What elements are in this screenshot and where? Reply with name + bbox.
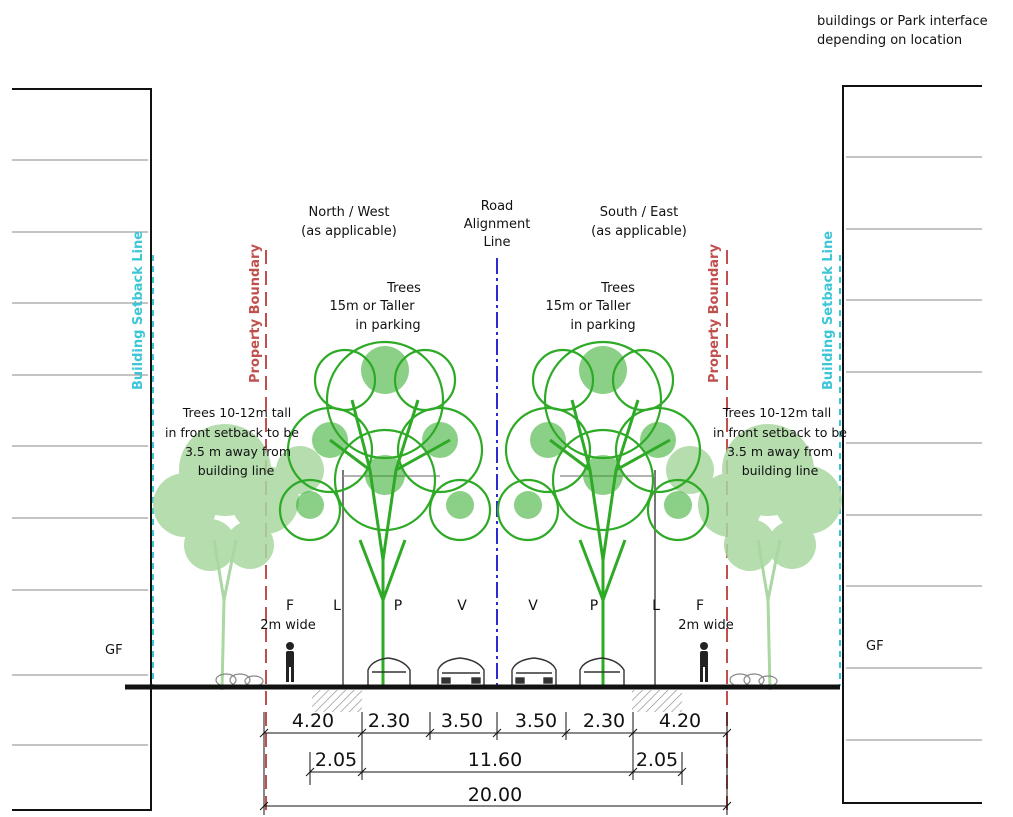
lane-code-p-left: P (394, 598, 402, 614)
tall-tree-note-right-2: 15m or Taller (545, 299, 631, 314)
front-setback-tree-right (666, 424, 842, 691)
front-tree-note-left-4: building line (198, 463, 275, 478)
pedestrian-left (286, 642, 294, 682)
front-tree-note-left-2: in front setback to be (165, 425, 299, 440)
top-note-line-1: buildings or Park interface (817, 14, 988, 29)
lane-code-p-right: P (590, 598, 598, 614)
tall-tree-note-right-3: in parking (570, 318, 635, 333)
lane-code-l-right: L (652, 598, 660, 614)
dim-parking-left: 2.30 (368, 710, 410, 732)
front-tree-note-right-4: building line (742, 463, 819, 478)
gf-label-left: GF (105, 643, 123, 658)
lane-code-v-left: V (457, 598, 467, 614)
road-alignment-label-3: Line (483, 235, 510, 250)
parking-tree-left (278, 340, 492, 688)
dim-setback-left: 2.05 (315, 749, 357, 771)
tall-tree-note-left-3: in parking (355, 318, 420, 333)
south-east-label: South / East (600, 205, 678, 220)
building-setback-label-left: Building Setback Line (131, 231, 146, 390)
road-alignment-label-2: Alignment (464, 217, 531, 232)
dim-footpath-right: 4.20 (659, 710, 701, 732)
front-tree-note-right-1: Trees 10-12m tall (722, 405, 832, 420)
property-boundary-label-right: Property Boundary (707, 244, 722, 383)
building-setback-label-right: Building Setback Line (821, 231, 836, 390)
footpath-width-right: 2m wide (678, 618, 734, 633)
curb-hatch-left (312, 690, 362, 712)
front-tree-note-right-2: in front setback to be (713, 425, 847, 440)
tall-tree-note-right-1: Trees (600, 281, 635, 296)
lane-code-l-left: L (333, 598, 341, 614)
curb-hatch-right (632, 690, 682, 712)
right-building (842, 85, 982, 804)
dim-lane-left: 3.50 (441, 710, 483, 732)
dim-footpath-left: 4.20 (292, 710, 334, 732)
north-west-sub: (as applicable) (301, 224, 397, 239)
parking-tree-right (496, 340, 710, 688)
lane-code-f-right: F (696, 598, 704, 614)
top-note-line-2: depending on location (817, 33, 962, 48)
front-tree-note-left-1: Trees 10-12m tall (182, 405, 292, 420)
road-alignment-label-1: Road (481, 199, 514, 214)
north-west-label: North / West (309, 205, 390, 220)
lane-code-v-right: V (528, 598, 538, 614)
gf-label-right: GF (866, 639, 884, 654)
tall-tree-note-left-1: Trees (386, 281, 421, 296)
tall-tree-note-left-2: 15m or Taller (329, 299, 415, 314)
dim-lane-right: 3.50 (515, 710, 557, 732)
lane-code-f-left: F (286, 598, 294, 614)
front-tree-note-right-3: 3.5 m away from (727, 444, 833, 459)
property-boundary-label-left: Property Boundary (248, 244, 263, 383)
dim-parking-right: 2.30 (583, 710, 625, 732)
pedestrian-right (700, 642, 708, 682)
dim-setback-right: 2.05 (636, 749, 678, 771)
car-parked-left (367, 657, 411, 686)
dimension-lines (259, 712, 732, 815)
footpath-width-left: 2m wide (260, 618, 316, 633)
front-setback-tree-left (153, 424, 324, 691)
south-east-sub: (as applicable) (591, 224, 687, 239)
car-lane-left (437, 657, 485, 686)
dim-carriageway: 11.60 (468, 749, 522, 771)
left-building (12, 88, 152, 811)
dim-total: 20.00 (468, 784, 522, 806)
car-lane-right (511, 657, 557, 686)
car-parked-right (579, 657, 625, 686)
front-tree-note-left-3: 3.5 m away from (185, 444, 291, 459)
